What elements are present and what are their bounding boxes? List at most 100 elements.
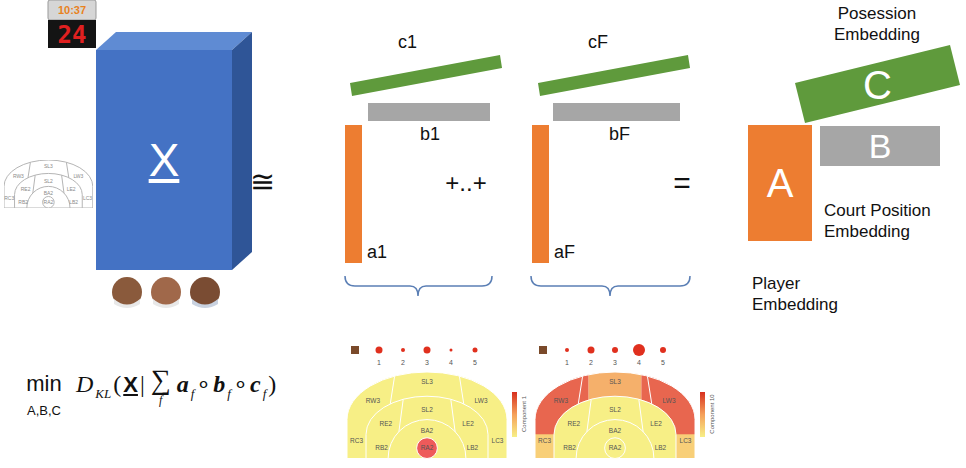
jersey bbox=[192, 299, 218, 308]
sum-stack: ∑f bbox=[151, 366, 173, 406]
three-point-line bbox=[15, 173, 83, 208]
game-clock: 10:37 bbox=[58, 5, 86, 16]
node-caption: Court Position Embedding bbox=[824, 200, 962, 242]
player-photo bbox=[112, 277, 142, 307]
zone-label: RB2 bbox=[563, 445, 576, 452]
embedding-matrix: CPosession Embedding bbox=[795, 45, 960, 125]
zone-label: LE2 bbox=[67, 186, 76, 191]
three-point-line bbox=[366, 396, 488, 458]
zone-line bbox=[28, 162, 30, 177]
dot-number: 3 bbox=[613, 359, 617, 366]
zone-label: BA2 bbox=[609, 428, 621, 435]
bar-fill bbox=[795, 45, 960, 123]
ellipsis-sum: +..+ bbox=[445, 171, 486, 195]
jersey bbox=[153, 299, 179, 308]
formula-part: D bbox=[76, 372, 93, 396]
zone-label: SL2 bbox=[44, 179, 53, 184]
zone-label: LB2 bbox=[69, 200, 78, 205]
dot bbox=[376, 347, 383, 354]
zone-label: RE2 bbox=[21, 186, 31, 191]
heat-zone bbox=[535, 434, 554, 458]
court-outline bbox=[347, 372, 507, 459]
shot-clock bbox=[48, 20, 96, 48]
embedding-matrix: APlayer Embedding bbox=[748, 125, 812, 241]
dot-number: 1 bbox=[565, 359, 569, 366]
factor-bar: c1 bbox=[350, 55, 502, 96]
node-label: A bbox=[767, 163, 794, 203]
zone-line bbox=[66, 162, 68, 177]
colorbar bbox=[700, 392, 705, 437]
zone-label: LW3 bbox=[663, 398, 676, 405]
zone-label: RC3 bbox=[4, 196, 14, 201]
formula-part: f bbox=[227, 387, 231, 400]
dot bbox=[588, 347, 595, 354]
dot-number: 4 bbox=[637, 359, 641, 366]
zone-line bbox=[62, 175, 64, 193]
formula-min: min bbox=[26, 373, 61, 395]
zone-label: LW3 bbox=[475, 398, 488, 405]
dot-number: 2 bbox=[401, 359, 405, 366]
dot bbox=[660, 347, 666, 353]
rim-circle bbox=[417, 438, 438, 459]
formula-part: f bbox=[151, 394, 171, 406]
zone-label: LE2 bbox=[650, 421, 662, 428]
node-label: b1 bbox=[420, 125, 440, 143]
formula-min-vars: A,B,C bbox=[27, 404, 61, 417]
factor-bar: bF bbox=[553, 103, 680, 121]
jersey bbox=[114, 299, 140, 308]
dot bbox=[612, 347, 618, 353]
zone-label: RC3 bbox=[538, 438, 551, 445]
formula-part: a bbox=[177, 372, 189, 396]
formula: DKL(X|∑faf∘bf∘cf) bbox=[76, 366, 278, 406]
formula-part: ∘ bbox=[196, 372, 211, 396]
zone-label: BA2 bbox=[44, 190, 53, 195]
zone-label: LC3 bbox=[680, 438, 692, 445]
scoreboard-clock bbox=[48, 0, 96, 20]
zone-label: RE2 bbox=[568, 421, 581, 428]
formula-part: ) bbox=[268, 372, 276, 396]
zone-label: RA2 bbox=[609, 445, 622, 452]
dot-number: 3 bbox=[425, 359, 429, 366]
shot-clock-value: 24 bbox=[58, 23, 87, 47]
bar-fill bbox=[350, 55, 502, 96]
brace bbox=[531, 276, 690, 296]
zone-line bbox=[459, 376, 463, 404]
zone-label: RW3 bbox=[554, 398, 568, 405]
node-label: X bbox=[149, 137, 180, 183]
node-label: cF bbox=[588, 33, 608, 51]
component-label: Component 10 bbox=[709, 394, 715, 433]
formula-part: b bbox=[213, 372, 225, 396]
court-outline bbox=[4, 160, 93, 208]
bar-fill bbox=[538, 55, 690, 96]
zone-label: BA2 bbox=[421, 428, 433, 435]
node-label: aF bbox=[554, 243, 575, 261]
embedding-matrix: BCourt Position Embedding bbox=[820, 126, 940, 166]
node-label: B bbox=[869, 129, 892, 163]
zone-line bbox=[639, 399, 643, 431]
dot-number: 5 bbox=[473, 359, 477, 366]
approx-sign: ≅ bbox=[250, 167, 275, 197]
zone-label: LB2 bbox=[655, 445, 667, 452]
node-caption: Posession Embedding bbox=[817, 3, 937, 45]
player-photo bbox=[190, 277, 220, 307]
node-caption: Player Embedding bbox=[752, 273, 862, 315]
heat-zone bbox=[676, 434, 695, 458]
dot-number: 2 bbox=[589, 359, 593, 366]
zone-line bbox=[647, 376, 651, 404]
formula-part: ( bbox=[113, 372, 121, 396]
three-point-line bbox=[554, 396, 676, 458]
zone-line bbox=[399, 399, 403, 431]
dot bbox=[401, 348, 405, 352]
dot bbox=[565, 348, 569, 352]
dot bbox=[633, 344, 645, 356]
node-label: c1 bbox=[398, 33, 417, 51]
formula-part: c bbox=[250, 372, 261, 396]
node-label: C bbox=[863, 65, 892, 105]
zone-label: RE2 bbox=[380, 421, 393, 428]
dot-number: 4 bbox=[449, 359, 453, 366]
colorbar bbox=[512, 392, 517, 437]
player-photo bbox=[151, 277, 181, 307]
zone-label: RA2 bbox=[421, 445, 434, 452]
zone-label: SL3 bbox=[609, 379, 621, 386]
